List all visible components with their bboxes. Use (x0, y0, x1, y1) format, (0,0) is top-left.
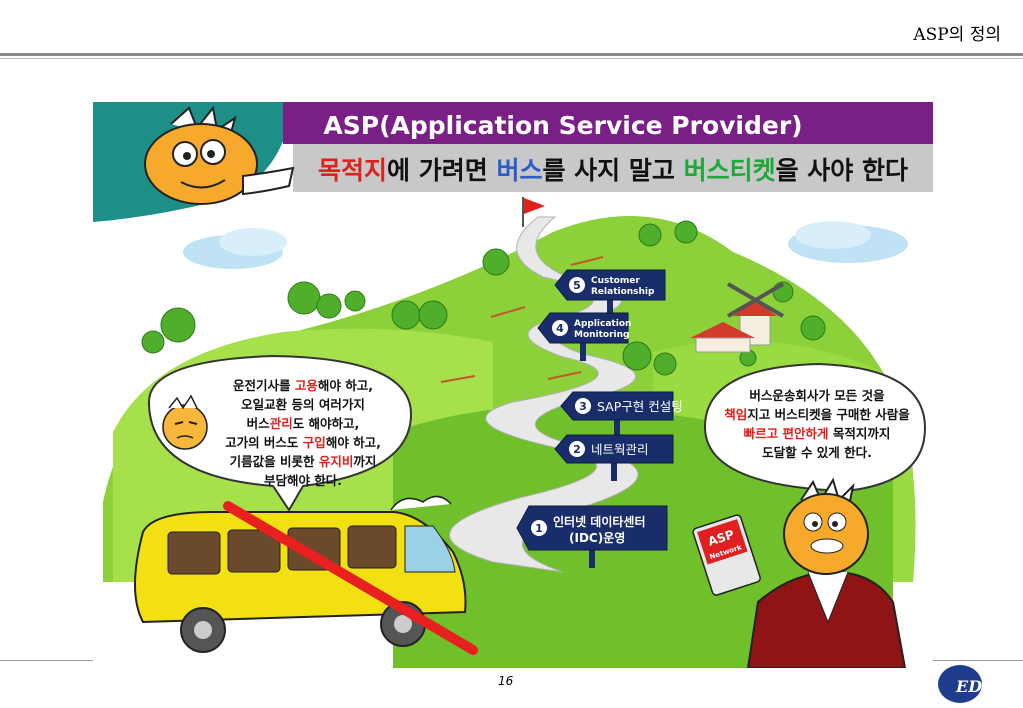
bubble-text-segment: 해야 하고, (318, 378, 373, 393)
header-rule-thin (0, 58, 1023, 59)
signpost-label: 네트웍관리 (591, 442, 649, 457)
asp-illustration: ASP(Application Service Provider) 목적지에 가… (93, 102, 933, 668)
bubble-text-segment: 유지비 (319, 454, 354, 469)
destination-flag-icon (524, 198, 545, 214)
signpost-label: Customer (591, 276, 640, 286)
bubble-text-segment: 빠르고 편안하게 (744, 426, 829, 441)
eds-logo: EDS (930, 664, 998, 704)
bubble-text-segment: 고용 (295, 378, 319, 393)
subtitle-part: 에 가려면 (387, 156, 496, 185)
banner-title: ASP(Application Service Provider) (323, 111, 802, 140)
footer-rule-left (0, 660, 93, 661)
footer-rule-right (933, 660, 1023, 661)
eds-logo-icon (938, 665, 982, 703)
bubble-text-segment: 운전기사를 (233, 378, 295, 393)
worried-face-icon (162, 394, 208, 450)
signpost-1: 1 인터넷 데이타센터(IDC)운영 (516, 505, 668, 568)
eds-logo-text: EDS (955, 677, 994, 696)
signpost-number: 2 (573, 443, 581, 456)
trees (141, 220, 826, 376)
bubble-text-segment: 관리 (270, 416, 293, 431)
signpost-number: 1 (535, 522, 543, 535)
bubble-text-segment: 목적지까지 (829, 426, 891, 441)
cloud-left (183, 228, 287, 269)
prohibited-slash-icon (223, 501, 478, 655)
banner-subtitle: 목적지에 가려면 버스를 사지 말고 버스티켓을 사야 한다 (318, 156, 908, 185)
subtitle-part: 을 사야 한다 (776, 156, 908, 185)
signpost-label: Relationship (591, 287, 655, 297)
subtitle-part: 를 사지 말고 (542, 156, 683, 185)
subtitle-part: 버스티켓 (684, 156, 776, 185)
signpost-label: Application (574, 319, 631, 329)
signpost-3: 3 SAP구현 컨설팅 (560, 391, 683, 438)
bubble-text-segment: 까지 (353, 454, 376, 469)
slide-title: ASP의 정의 (913, 25, 1001, 45)
header-rule (0, 53, 1023, 56)
signpost-number: 4 (556, 322, 564, 335)
signpost-number: 3 (579, 400, 587, 413)
signpost-label: 인터넷 데이타센터 (553, 514, 646, 529)
bubble-text-segment: 고가의 버스도 (225, 435, 303, 450)
bubble-text-segment: 기름값을 비롯한 (230, 454, 319, 469)
signpost-label: (IDC)운영 (569, 530, 625, 545)
bubble-text-segment: 해야 하고, (326, 435, 381, 450)
bubble-text-segment: 부담해야 한다. (264, 473, 342, 488)
pointing-character-icon (144, 105, 295, 205)
page-number: 16 (498, 674, 514, 688)
bubble-text-segment: 버스 (247, 416, 271, 431)
windmill-house-icon (690, 282, 785, 353)
fences (440, 256, 604, 383)
ticket-holding-character-icon: ASP Network (692, 477, 907, 668)
signpost-label: SAP구현 컨설팅 (597, 399, 683, 414)
bus-icon (134, 495, 467, 653)
bubble-text-segment: 도 해야하고, (293, 416, 360, 431)
banner-bar (283, 102, 933, 144)
cloud-right (788, 221, 908, 263)
bubble-text-segment: 오일교환 등의 여러가지 (241, 397, 365, 412)
bubble-text-segment: 지고 버스티켓을 구매한 사람을 (747, 407, 910, 422)
bubble-text-segment: 도달할 수 있게 한다. (762, 445, 872, 460)
subtitle-bar (293, 144, 933, 192)
asp-ticket-icon: ASP Network (692, 514, 761, 596)
subtitle-part: 목적지 (318, 156, 387, 185)
signpost-label: Monitoring (574, 330, 630, 340)
signpost-number: 5 (573, 279, 581, 292)
subtitle-part: 버스 (496, 156, 542, 185)
bubble-text-segment: 구입 (303, 435, 326, 450)
signpost-2: 2 네트웍관리 (554, 434, 674, 481)
bubble-text-segment: 책임 (724, 407, 747, 422)
bubble-text-segment: 버스운송회사가 모든 것을 (749, 388, 885, 403)
